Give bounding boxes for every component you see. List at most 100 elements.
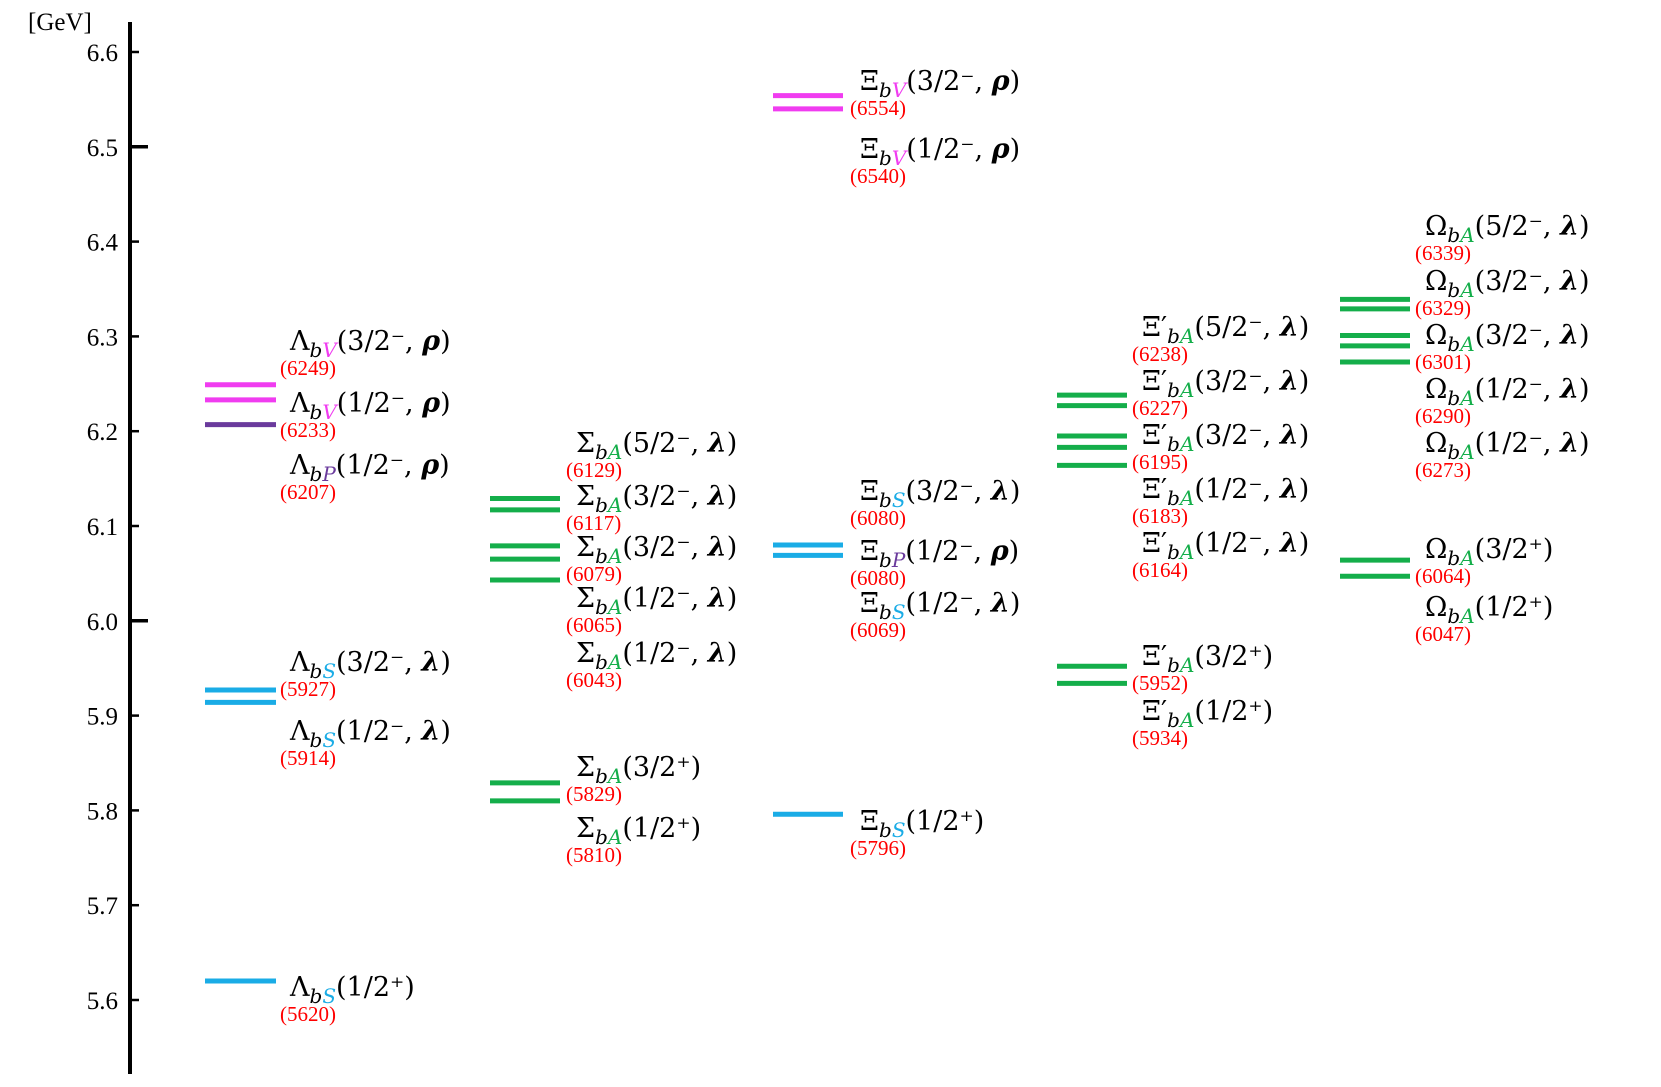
state-mass: (6301) (1415, 350, 1471, 374)
level-label: Ξ′bA(3/2⁻, λ)(6227) (1132, 366, 1309, 420)
level-label: ΛbS(1/2⁻, λ)(5914) (280, 716, 451, 770)
level-label: ΣbA(5/2⁻, λ)(6129) (566, 428, 737, 482)
level-label: Ξ′bA(1/2⁻, λ)(6164) (1132, 528, 1309, 582)
state-name: ΩbA(1/2⁻, λ) (1425, 428, 1590, 464)
state-name: Ξ′bA(3/2⁻, λ) (1142, 366, 1309, 402)
state-mass: (5829) (566, 782, 622, 806)
state-mass: (5934) (1132, 726, 1188, 750)
level-label: ΩbA(5/2⁻, λ)(6339) (1415, 211, 1590, 265)
state-mass: (5810) (566, 843, 622, 867)
state-mass: (5620) (280, 1002, 336, 1026)
level-labels: ΛbV(3/2⁻, ρ)(6249) ΛbV(1/2⁻, ρ)(6233) ΛbP(… (280, 66, 1590, 1026)
level-label: ΛbP(1/2⁻, ρ)(6207) (280, 450, 450, 504)
y-tick-label: 6.6 (87, 40, 118, 67)
state-mass: (6164) (1132, 558, 1188, 582)
state-name: Ξ′bA(5/2⁻, λ) (1142, 312, 1309, 348)
state-name: ΩbA(3/2⁻, λ) (1425, 266, 1590, 302)
state-name: ΣbA(3/2⁻, λ) (576, 532, 737, 568)
state-mass: (5952) (1132, 671, 1188, 695)
state-mass: (6047) (1415, 622, 1471, 646)
state-name: Ξ′bA(3/2⁺) (1142, 641, 1273, 677)
y-tick-label: 5.6 (87, 988, 118, 1015)
state-name: Ξ′bA(3/2⁻, λ) (1142, 420, 1309, 456)
state-name: ΣbA(1/2⁻, λ) (576, 583, 737, 619)
level-label: ΛbS(3/2⁻, λ)(5927) (280, 647, 451, 701)
state-name: ΣbA(3/2⁺) (576, 752, 701, 788)
state-mass: (6065) (566, 613, 622, 637)
state-name: ΛbS(1/2⁺) (289, 972, 415, 1008)
state-mass: (5796) (850, 836, 906, 860)
state-name: ΛbV(1/2⁻, ρ) (289, 388, 451, 424)
state-name: Ξ′bA(1/2⁻, λ) (1142, 474, 1309, 510)
level-label: ΩbA(3/2⁺)(6064) (1415, 534, 1553, 588)
level-label: ΞbS(3/2⁻, λ)(6080) (850, 476, 1020, 530)
state-name: ΩbA(3/2⁻, λ) (1425, 320, 1590, 356)
level-label: ΞbS(1/2⁻, λ)(6069) (850, 588, 1020, 642)
level-label: Ξ′bA(1/2⁺)(5934) (1132, 696, 1273, 750)
level-label: ΩbA(1/2⁻, λ)(6273) (1415, 428, 1590, 482)
y-tick-label: 6.1 (87, 514, 118, 541)
state-mass: (6079) (566, 562, 622, 586)
state-mass: (6540) (850, 164, 906, 188)
state-mass: (6069) (850, 618, 906, 642)
y-axis: [GeV] 5.6 5.7 5.8 5.9 6.0 6.1 6.2 6.3 6.4 6.5 6.6 (28, 9, 148, 1074)
state-mass: (6238) (1132, 342, 1188, 366)
state-mass: (6064) (1415, 564, 1471, 588)
state-mass: (6227) (1132, 396, 1188, 420)
y-axis-unit: [GeV] (28, 9, 92, 36)
level-label: ΛbS(1/2⁺)(5620) (280, 972, 415, 1026)
state-mass: (6329) (1415, 296, 1471, 320)
y-tick-label: 6.4 (87, 230, 119, 257)
level-label: ΣbA(1/2⁻, λ)(6043) (566, 638, 737, 692)
state-name: ΩbA(5/2⁻, λ) (1425, 211, 1590, 247)
y-tick-label: 6.2 (87, 419, 118, 446)
state-mass: (5914) (280, 746, 336, 770)
state-mass: (6233) (280, 418, 336, 442)
state-name: ΩbA(1/2⁺) (1425, 592, 1553, 628)
state-name: Ξ′bA(1/2⁻, λ) (1142, 528, 1309, 564)
y-tick-label: 6.5 (87, 135, 118, 162)
y-tick-label: 6.0 (87, 609, 118, 636)
state-mass: (6290) (1415, 404, 1471, 428)
state-name: ΣbA(3/2⁻, λ) (576, 481, 737, 517)
state-name: ΞbS(1/2⁺) (860, 806, 984, 842)
state-name: ΩbA(1/2⁻, λ) (1425, 374, 1590, 410)
state-name: ΣbA(5/2⁻, λ) (576, 428, 737, 464)
level-label: ΣbA(1/2⁺)(5810) (566, 813, 701, 867)
level-label: Ξ′bA(1/2⁻, λ)(6183) (1132, 474, 1309, 528)
state-mass: (6080) (850, 506, 906, 530)
state-name: ΞbP(1/2⁻, ρ) (860, 536, 1019, 572)
state-name: ΩbA(3/2⁺) (1425, 534, 1553, 570)
level-label: ΣbA(3/2⁻, λ)(6079) (566, 532, 737, 586)
level-label: ΩbA(1/2⁺)(6047) (1415, 592, 1553, 646)
state-name: ΣbA(1/2⁺) (576, 813, 701, 849)
state-name: ΛbS(3/2⁻, λ) (289, 647, 451, 683)
level-label: ΩbA(3/2⁻, λ)(6329) (1415, 266, 1590, 320)
y-tick-label: 5.8 (87, 798, 118, 825)
level-label: ΞbV(3/2⁻, ρ)(6554) (850, 66, 1020, 120)
state-mass: (5927) (280, 677, 336, 701)
y-tick-label: 6.3 (87, 324, 118, 351)
state-mass: (6554) (850, 96, 906, 120)
state-name: ΛbV(3/2⁻, ρ) (289, 326, 451, 362)
state-mass: (6207) (280, 480, 336, 504)
state-mass: (6129) (566, 458, 622, 482)
state-name: ΞbS(3/2⁻, λ) (860, 476, 1020, 512)
state-name: ΛbP(1/2⁻, ρ) (289, 450, 450, 486)
y-tick-label: 5.7 (87, 893, 118, 920)
state-mass: (6249) (280, 356, 336, 380)
level-label: ΞbV(1/2⁻, ρ)(6540) (850, 134, 1020, 188)
state-name: ΞbV(3/2⁻, ρ) (860, 66, 1020, 102)
level-label: ΣbA(1/2⁻, λ)(6065) (566, 583, 737, 637)
level-label: Ξ′bA(3/2⁺)(5952) (1132, 641, 1273, 695)
y-tick-label: 5.9 (87, 704, 118, 731)
level-label: ΣbA(3/2⁻, λ)(6117) (566, 481, 737, 535)
level-label: ΞbS(1/2⁺)(5796) (850, 806, 984, 860)
level-label: ΛbV(1/2⁻, ρ)(6233) (280, 388, 451, 442)
level-lines (205, 93, 1410, 984)
state-mass: (6273) (1415, 458, 1471, 482)
level-label: ΛbV(3/2⁻, ρ)(6249) (280, 326, 451, 380)
state-mass: (6183) (1132, 504, 1188, 528)
state-name: Ξ′bA(1/2⁺) (1142, 696, 1273, 732)
